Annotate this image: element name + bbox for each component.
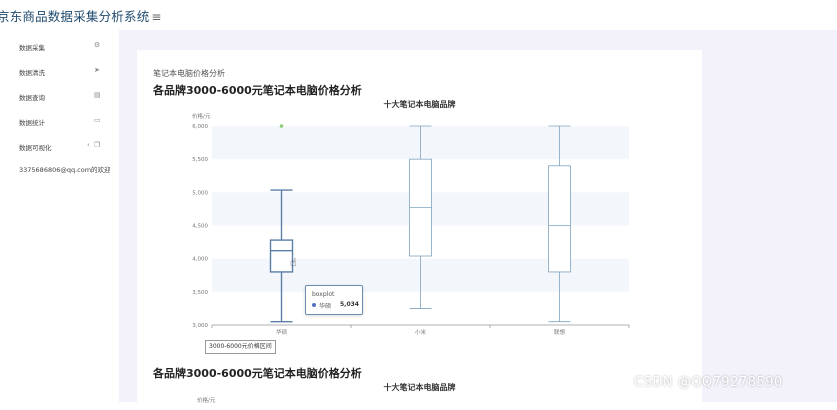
x-tick-label: 联想 bbox=[554, 328, 566, 336]
sidebar-item-data-query[interactable]: 数据查询 ▤ bbox=[0, 88, 110, 106]
menu-icon[interactable]: ≡ bbox=[151, 10, 162, 24]
sidebar-item-label: 数据清洗 bbox=[19, 69, 45, 77]
sidebar-item-label: 数据查询 bbox=[19, 94, 45, 102]
sidebar: 数据采集 ⚙ 数据清洗 ➤ 数据查询 ▤ 数据统计 ▭ 数据可视化 ‹ ❐ 33… bbox=[0, 30, 119, 402]
section-title: 各品牌3000-6000元笔记本电脑价格分析 bbox=[153, 84, 362, 97]
chart-title: 十大笔记本电脑品牌 bbox=[383, 100, 456, 109]
y-tick-label: 4,000 bbox=[192, 257, 208, 263]
sidebar-item-label: 数据采集 bbox=[19, 44, 45, 52]
box-iqr bbox=[269, 239, 294, 273]
send-icon: ➤ bbox=[94, 66, 100, 74]
sidebar-item-data-cleaning[interactable]: 数据清洗 ➤ bbox=[0, 63, 110, 81]
chart-card: 笔记本电脑价格分析 各品牌3000-6000元笔记本电脑价格分析 十大笔记本电脑… bbox=[137, 50, 702, 410]
sidebar-item-data-statistics[interactable]: 数据统计 ▭ bbox=[0, 113, 110, 131]
tooltip-value: 5,034 bbox=[340, 301, 359, 308]
boxplot-chart[interactable]: 3,000 3,500 4,000 4,500 5,000 5,500 6,000 价格/元华… bbox=[137, 50, 702, 360]
main-content: 笔记本电脑价格分析 各品牌3000-6000元笔记本电脑价格分析 十大笔记本电脑… bbox=[119, 30, 837, 410]
sidebar-item-data-collection[interactable]: 数据采集 ⚙ bbox=[0, 38, 110, 56]
section-label: 笔记本电脑价格分析 bbox=[153, 69, 225, 78]
y-tick-label: 6,000 bbox=[192, 124, 208, 130]
app-title-text: 京东商品数据采集分析系统 bbox=[0, 9, 150, 24]
hand-cursor-icon: ☝ bbox=[290, 256, 297, 269]
chat-icon: ▭ bbox=[94, 116, 101, 124]
tooltip-category: 华硕 bbox=[319, 303, 332, 310]
y-tick-label: 4,500 bbox=[192, 224, 208, 230]
legend-item[interactable]: 3000-6000元价格区间 bbox=[205, 340, 276, 354]
box-iqr bbox=[548, 165, 571, 273]
tooltip-marker bbox=[312, 303, 316, 307]
outlier-point bbox=[279, 124, 284, 128]
document-icon: ▤ bbox=[94, 91, 101, 99]
sidebar-item-data-visualization[interactable]: 数据可视化 ‹ ❐ bbox=[0, 138, 110, 156]
copy-icon: ❐ bbox=[94, 141, 101, 149]
gear-icon: ⚙ bbox=[94, 41, 101, 49]
y-axis-label: 价格/元 bbox=[192, 112, 211, 120]
chart-tooltip: boxplot 华硕 5,034 bbox=[305, 285, 363, 315]
user-email[interactable]: 3375686806@qq.com的欢迎 bbox=[19, 166, 111, 174]
top-header: 京东商品数据采集分析系统≡ bbox=[0, 0, 837, 30]
x-tick-label: 小米 bbox=[415, 328, 427, 336]
chart-title-2: 十大笔记本电脑品牌 bbox=[383, 383, 456, 392]
sidebar-item-label: 数据可视化 bbox=[19, 144, 52, 152]
section-title-2: 各品牌3000-6000元笔记本电脑价格分析 bbox=[153, 367, 362, 380]
watermark: CSDN @QQ79278590 bbox=[634, 375, 783, 390]
chevron-left-icon: ‹ bbox=[87, 141, 90, 149]
app-title: 京东商品数据采集分析系统≡ bbox=[0, 6, 162, 25]
x-tick-label: 华硕 bbox=[276, 328, 288, 336]
y-tick-label: 3,000 bbox=[192, 323, 208, 329]
y-tick-label: 3,500 bbox=[192, 290, 208, 296]
y-tick-label: 5,500 bbox=[192, 157, 208, 163]
sidebar-item-label: 数据统计 bbox=[19, 119, 45, 127]
y-tick-label: 5,000 bbox=[192, 190, 208, 196]
tooltip-series: boxplot bbox=[312, 291, 335, 298]
y-axis-unit-2: 价格/元 bbox=[197, 398, 216, 404]
